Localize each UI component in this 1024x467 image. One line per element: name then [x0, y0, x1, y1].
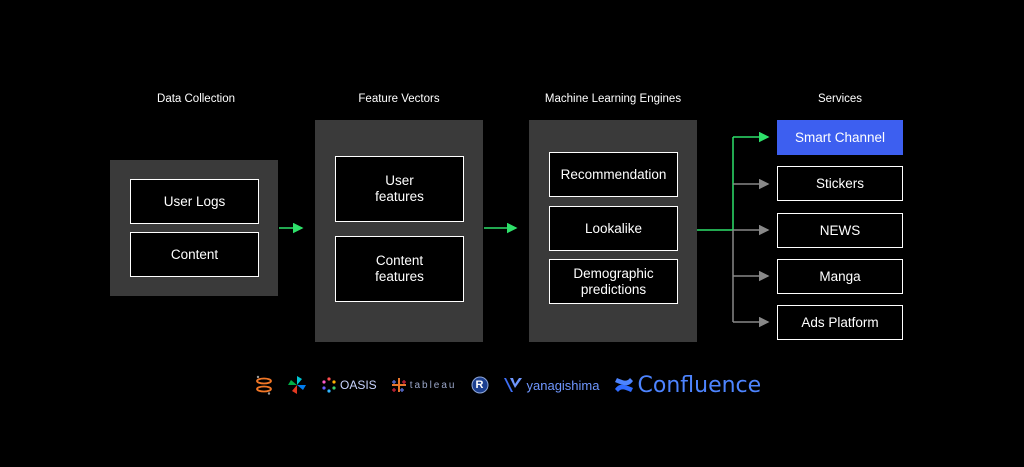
smart-channel-box: Smart Channel	[777, 120, 903, 155]
oasis-logo-text: OASIS	[340, 378, 377, 392]
oasis-ring-icon	[322, 377, 336, 393]
confluence-logo-text: Confluence	[637, 372, 762, 398]
user-features-box: User features	[335, 156, 464, 222]
ads-platform-box: Ads Platform	[777, 305, 903, 340]
tableau-cross-icon	[391, 378, 406, 392]
manga-box: Manga	[777, 259, 903, 294]
r-logo: R	[471, 376, 489, 394]
yanagishima-logo: yanagishima	[503, 377, 600, 393]
airflow-logo-icon	[287, 375, 307, 395]
news-box: NEWS	[777, 213, 903, 248]
tableau-logo: tableau	[391, 377, 457, 393]
oasis-logo: OASIS	[321, 377, 377, 393]
arrow-engines-to-services-trunk	[697, 137, 734, 322]
r-circle-icon	[471, 376, 488, 394]
section-title-services: Services	[817, 93, 863, 105]
section-title-data-collection: Data Collection	[157, 93, 235, 105]
confluence-icon	[614, 378, 633, 392]
yanagishima-logo-text: yanagishima	[526, 377, 600, 393]
stickers-box: Stickers	[777, 166, 903, 201]
yanagishima-y-icon	[503, 378, 522, 392]
content-features-box: Content features	[335, 236, 464, 302]
jupyter-logo-icon	[255, 375, 273, 395]
tool-logos: OASIS tableau R yanagishima Confluence	[255, 372, 775, 398]
section-title-feature-vectors: Feature Vectors	[358, 93, 440, 105]
recommendation-box: Recommendation	[549, 152, 678, 197]
confluence-logo: Confluence	[614, 372, 762, 398]
r-logo-text: R	[475, 379, 484, 391]
tableau-logo-text: tableau	[409, 379, 457, 391]
content-box: Content	[130, 232, 259, 277]
demographic-predictions-box: Demographic predictions	[549, 259, 678, 304]
section-title-ml-engines: Machine Learning Engines	[544, 93, 682, 105]
lookalike-box: Lookalike	[549, 206, 678, 251]
user-logs-box: User Logs	[130, 179, 259, 224]
